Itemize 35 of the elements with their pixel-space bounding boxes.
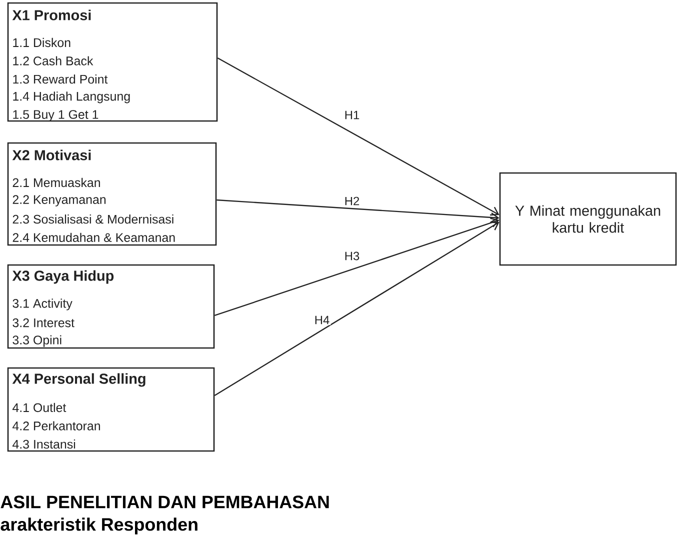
indicator-text: 1.1 Diskon bbox=[13, 38, 70, 48]
arrow bbox=[214, 218, 500, 316]
indicator-text: 3.1 Activity bbox=[12, 298, 72, 310]
indicator-text: 1.4 Hadiah Langsung bbox=[13, 92, 130, 104]
variable-box bbox=[7, 2, 218, 122]
variable-box bbox=[7, 142, 217, 246]
indicator-text: 3.2 Interest bbox=[12, 318, 74, 328]
box-heading: X4 Personal Selling bbox=[12, 373, 146, 387]
box-heading: X2 Motivasi bbox=[12, 150, 91, 160]
box-heading: X3 Gaya Hidup bbox=[12, 270, 114, 284]
edge-label: H1 bbox=[343, 110, 361, 120]
indicator-text: 1.2 Cash Back bbox=[13, 56, 94, 66]
box-heading: X1 Promosi bbox=[12, 10, 91, 20]
arrow bbox=[216, 199, 500, 222]
box-text: Y Minat menggunakan kartu kredit bbox=[515, 205, 660, 233]
indicator-text: 3.3 Opini bbox=[12, 335, 62, 347]
indicator-text: 1.3 Reward Point bbox=[13, 74, 108, 84]
arrow bbox=[217, 57, 500, 216]
indicator-text: 4.2 Perkantoran bbox=[12, 421, 100, 430]
indicator-text: 4.1 Outlet bbox=[12, 402, 66, 412]
section-heading: ASIL PENELITIAN DAN PEMBAHASAN bbox=[0, 496, 329, 508]
indicator-text: 2.3 Sosialisasi & Modernisasi bbox=[12, 214, 174, 224]
edge-label: H4 bbox=[313, 314, 331, 326]
variable-box bbox=[7, 264, 215, 349]
arrow bbox=[214, 222, 500, 396]
indicator-text: 1.5 Buy 1 Get 1 bbox=[13, 110, 98, 122]
indicator-text: 2.2 Kenyamanan bbox=[12, 195, 106, 206]
variable-box bbox=[499, 172, 677, 266]
variable-box bbox=[7, 367, 215, 452]
section-heading: arakteristik Responden bbox=[0, 518, 198, 534]
indicator-text: 2.4 Kemudahan & Keamanan bbox=[12, 232, 175, 242]
edge-label: H2 bbox=[343, 196, 361, 206]
edge-label: H3 bbox=[343, 250, 361, 262]
indicator-text: 2.1 Memuaskan bbox=[12, 178, 100, 188]
indicator-text: 4.3 Instansi bbox=[12, 440, 76, 449]
